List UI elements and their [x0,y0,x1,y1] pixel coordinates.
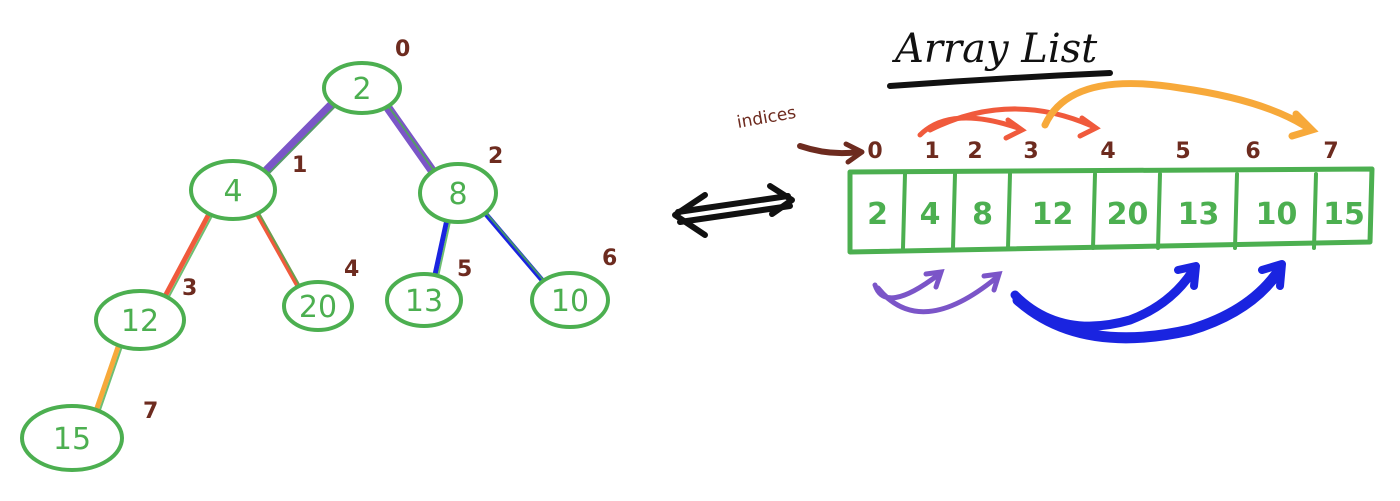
tree-edge [432,216,450,279]
tree-node-value: 4 [223,174,242,209]
tree-edge [254,209,302,291]
tree-node: 12 3 [94,276,197,351]
tree-node-value: 13 [405,284,443,319]
tree-node-value: 2 [352,72,371,107]
array-cell-divider [1006,172,1012,250]
tree-node: 41 [189,153,307,221]
array-list-title: Array List [891,26,1098,72]
array-cell-value: 15 [1323,197,1365,232]
double-arrow-icon [672,183,795,238]
array-cell-divider [951,172,957,250]
tree-node-value: 12 [121,304,159,339]
bottom-child-arrows [872,260,1286,344]
array-index-label: 6 [1245,139,1260,164]
tree-edge-sketch [266,103,338,176]
array-cell-divider [1091,172,1097,250]
array-cell-value: 8 [972,197,993,232]
top-child-arrows [917,80,1319,141]
tree-node-circle [385,272,463,328]
tree-edge-sketch [486,213,548,286]
tree-node-circle [94,289,186,351]
tree-node-circle [530,271,610,329]
tree-edge-sketch [97,344,124,415]
tree-edge-sketch [258,213,303,291]
array-cell-value: 10 [1256,197,1298,232]
tree-node: 82 [418,144,503,224]
tree-node: 20 [322,37,410,115]
tree-node-circle [418,162,498,224]
array-cell-value: 12 [1032,197,1074,232]
tree-node-circle [189,159,277,221]
tree-node: 15 7 [20,399,158,472]
array-cell-divider [1233,172,1239,250]
array-cell-value: 2 [867,197,888,232]
tree-node: 20 4 [282,257,359,332]
array-index-label: 5 [1175,139,1190,164]
array-index-label: 1 [924,139,939,164]
array-indices: 0 1 2 3 4 5 6 7 [867,139,1338,164]
tree-node-circle [322,61,402,115]
array-index-label: 3 [1023,139,1038,164]
tree-edges [93,98,548,415]
indices-pointer-icon [797,141,865,165]
array-outline [847,166,1375,255]
tree-node-circle [20,404,124,472]
array-cell-divider [1312,172,1318,250]
tree-node-index: 6 [602,246,617,271]
array-cell-value: 13 [1178,197,1220,232]
array-cell-divider [901,172,907,250]
array-cell-value: 4 [920,197,941,232]
tree-node-index: 3 [182,276,197,301]
indices-label: indices [735,103,797,133]
tree-node-index: 4 [344,257,359,282]
tree-node-index: 7 [143,399,158,424]
array-index-label: 7 [1323,139,1338,164]
tree-node-circle [282,280,354,332]
tree-node-value: 8 [448,177,467,212]
tree-node: 13 5 [385,257,472,328]
tree-edge [161,209,213,301]
array-cell-value: 20 [1107,197,1149,232]
tree-node-value: 10 [551,284,589,319]
tree-edge [93,341,122,415]
tree-edge [381,101,439,178]
array-index-label: 4 [1100,139,1115,164]
tree-edge-sketch [166,213,214,301]
array-index-label: 2 [967,139,982,164]
tree-node-value: 20 [299,290,337,325]
tree-node-index: 0 [395,37,410,62]
tree-node-index: 1 [292,153,307,178]
tree-node-index: 2 [488,144,503,169]
title-underline [887,70,1113,89]
tree-node-index: 5 [457,257,472,282]
array-cell-divider [1156,172,1162,250]
tree-node-value: 15 [53,422,91,457]
array-index-label: 0 [867,139,882,164]
tree-edge [259,98,339,178]
tree-node: 10 6 [530,246,617,329]
tree-edge-sketch [436,220,452,280]
tree-edge-sketch [388,106,438,176]
